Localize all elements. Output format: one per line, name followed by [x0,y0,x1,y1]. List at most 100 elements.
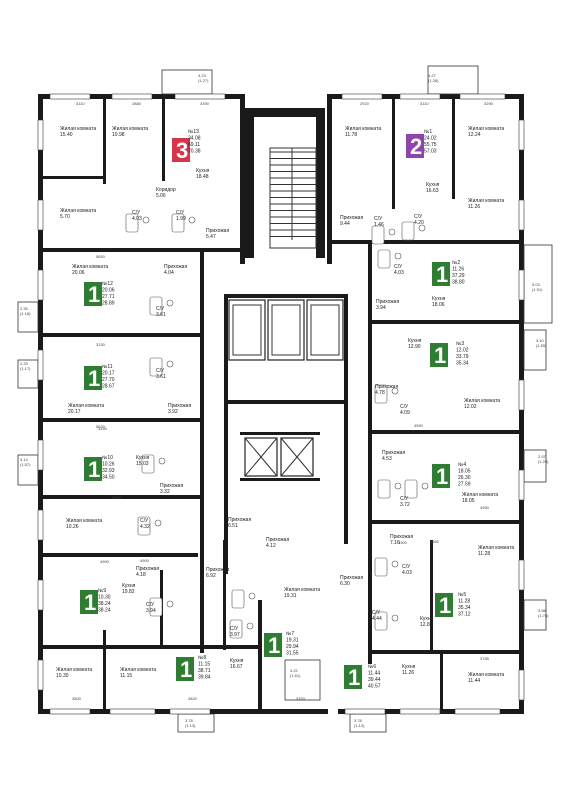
apartment-area: 27.59 [458,482,471,488]
toilet-icon [166,299,174,307]
balcony-area: (1.51) [532,287,543,292]
room-count-badge [432,464,450,488]
room-area: 19.31 [284,593,297,599]
toilet-icon [142,216,150,224]
room-name: Прихожая [206,228,229,234]
room-name: Прихожая [376,299,399,305]
apartment-area: 69.11 [188,142,200,148]
room-name: С/У [394,264,403,270]
room-area: 4.03 [402,570,412,576]
room-area: 4.78 [375,390,385,396]
room-name: Прихожая [228,517,251,523]
apartment-number: №5 [458,592,466,598]
dimension-label: 4900 [140,558,150,563]
room-name: Прихожая [266,537,289,543]
room-count: 1 [84,590,96,615]
apartment-area: 27.71 [102,294,115,300]
bathtub-icon [137,516,151,536]
room-name: Жилая комната [60,208,96,214]
balcony-area: (1.55) [536,343,547,348]
dimension-label: 5650 [96,254,106,259]
balcony-area: (1.13) [185,723,196,728]
apartment-area: 32.93 [102,468,115,474]
window [37,269,44,301]
room-name: Прихожая [375,384,398,390]
room-area: 18.48 [196,174,209,180]
window [518,669,525,701]
room-area: 16.67 [230,664,243,670]
window [454,708,501,715]
toilet-icon [166,360,174,368]
apartment-area: 18.05 [458,469,471,475]
apartment-area: 29.94 [286,644,299,650]
apartment-area: 28.67 [102,384,115,390]
room-count-badge [406,134,424,158]
room-area: 10.26 [66,524,79,530]
room-area: 4.04 [164,270,174,276]
room-area: 6.92 [206,573,216,579]
room-count-badge [84,457,102,481]
apartment-area: 38.80 [452,280,465,286]
room-name: Кухня [426,182,440,188]
apartment-number: №7 [286,631,294,637]
window [37,119,44,151]
apartment-area: 38.71 [198,668,211,674]
stairwell [269,147,317,249]
balcony-dimension: 4.27 [428,73,437,78]
room-name: Прихожая [164,264,187,270]
room-area: 6.51 [228,523,238,529]
room-name: С/У [156,306,165,312]
balcony-dimension: 2.35 [20,306,29,311]
room-name: С/У [230,626,239,632]
apartment-area: 37.29 [452,273,465,279]
room-area: 11.28 [478,551,490,557]
apartment-area: 20.17 [102,371,115,377]
dimension-label: 3440 [98,426,108,431]
room-area: 18.05 [462,498,475,504]
dimension-label: 3320 [296,696,306,701]
room-area: 3.97 [230,632,240,638]
bathtub-icon [149,597,163,617]
windows [37,93,525,715]
room-count: 1 [436,262,448,287]
window [518,119,525,151]
room-count: 1 [439,593,451,618]
room-area: 20.17 [68,409,81,415]
apartment-area: 11.15 [198,662,210,668]
balcony-area: (1.13) [354,723,365,728]
dimension-label: 3130 [96,342,106,347]
balcony-dimension: 3.10 [536,338,545,343]
apartment-number: №10 [102,455,113,461]
dimension-label: 2880 [132,101,142,106]
room-count: 1 [436,464,448,489]
room-name: Жилая комната [468,672,504,678]
window [459,93,506,100]
apartment-area: 24.02 [424,136,437,142]
apartment-area: 34.08 [188,136,201,142]
room-area: 20.06 [72,270,85,276]
apartment-area: 40.57 [368,684,381,690]
apartment-area: 35.34 [456,361,469,367]
balcony-area: (1.28) [428,78,439,83]
room-count: 1 [434,343,446,368]
room-count: 1 [88,457,100,482]
toilet-icon [391,560,399,568]
room-area: 11.78 [345,132,357,138]
window [518,199,525,231]
toilet-icon [391,614,399,622]
bathtub-icon [149,296,163,316]
room-name: Жилая комната [468,198,504,204]
apartment-area: 19.31 [286,638,299,644]
window [37,579,44,611]
dimension-label: 3390 [200,101,210,106]
apartment-number: №11 [102,364,113,370]
balcony-dimension: 2.33 [20,361,29,366]
balcony-area: (1.17) [20,366,31,371]
bathtub-icon [149,357,163,377]
apartment-number: №12 [102,281,113,287]
room-count-badge [84,366,102,390]
room-count: 1 [348,665,360,690]
room-area: 12.87 [420,622,433,628]
apartment-number: №9 [98,588,106,594]
